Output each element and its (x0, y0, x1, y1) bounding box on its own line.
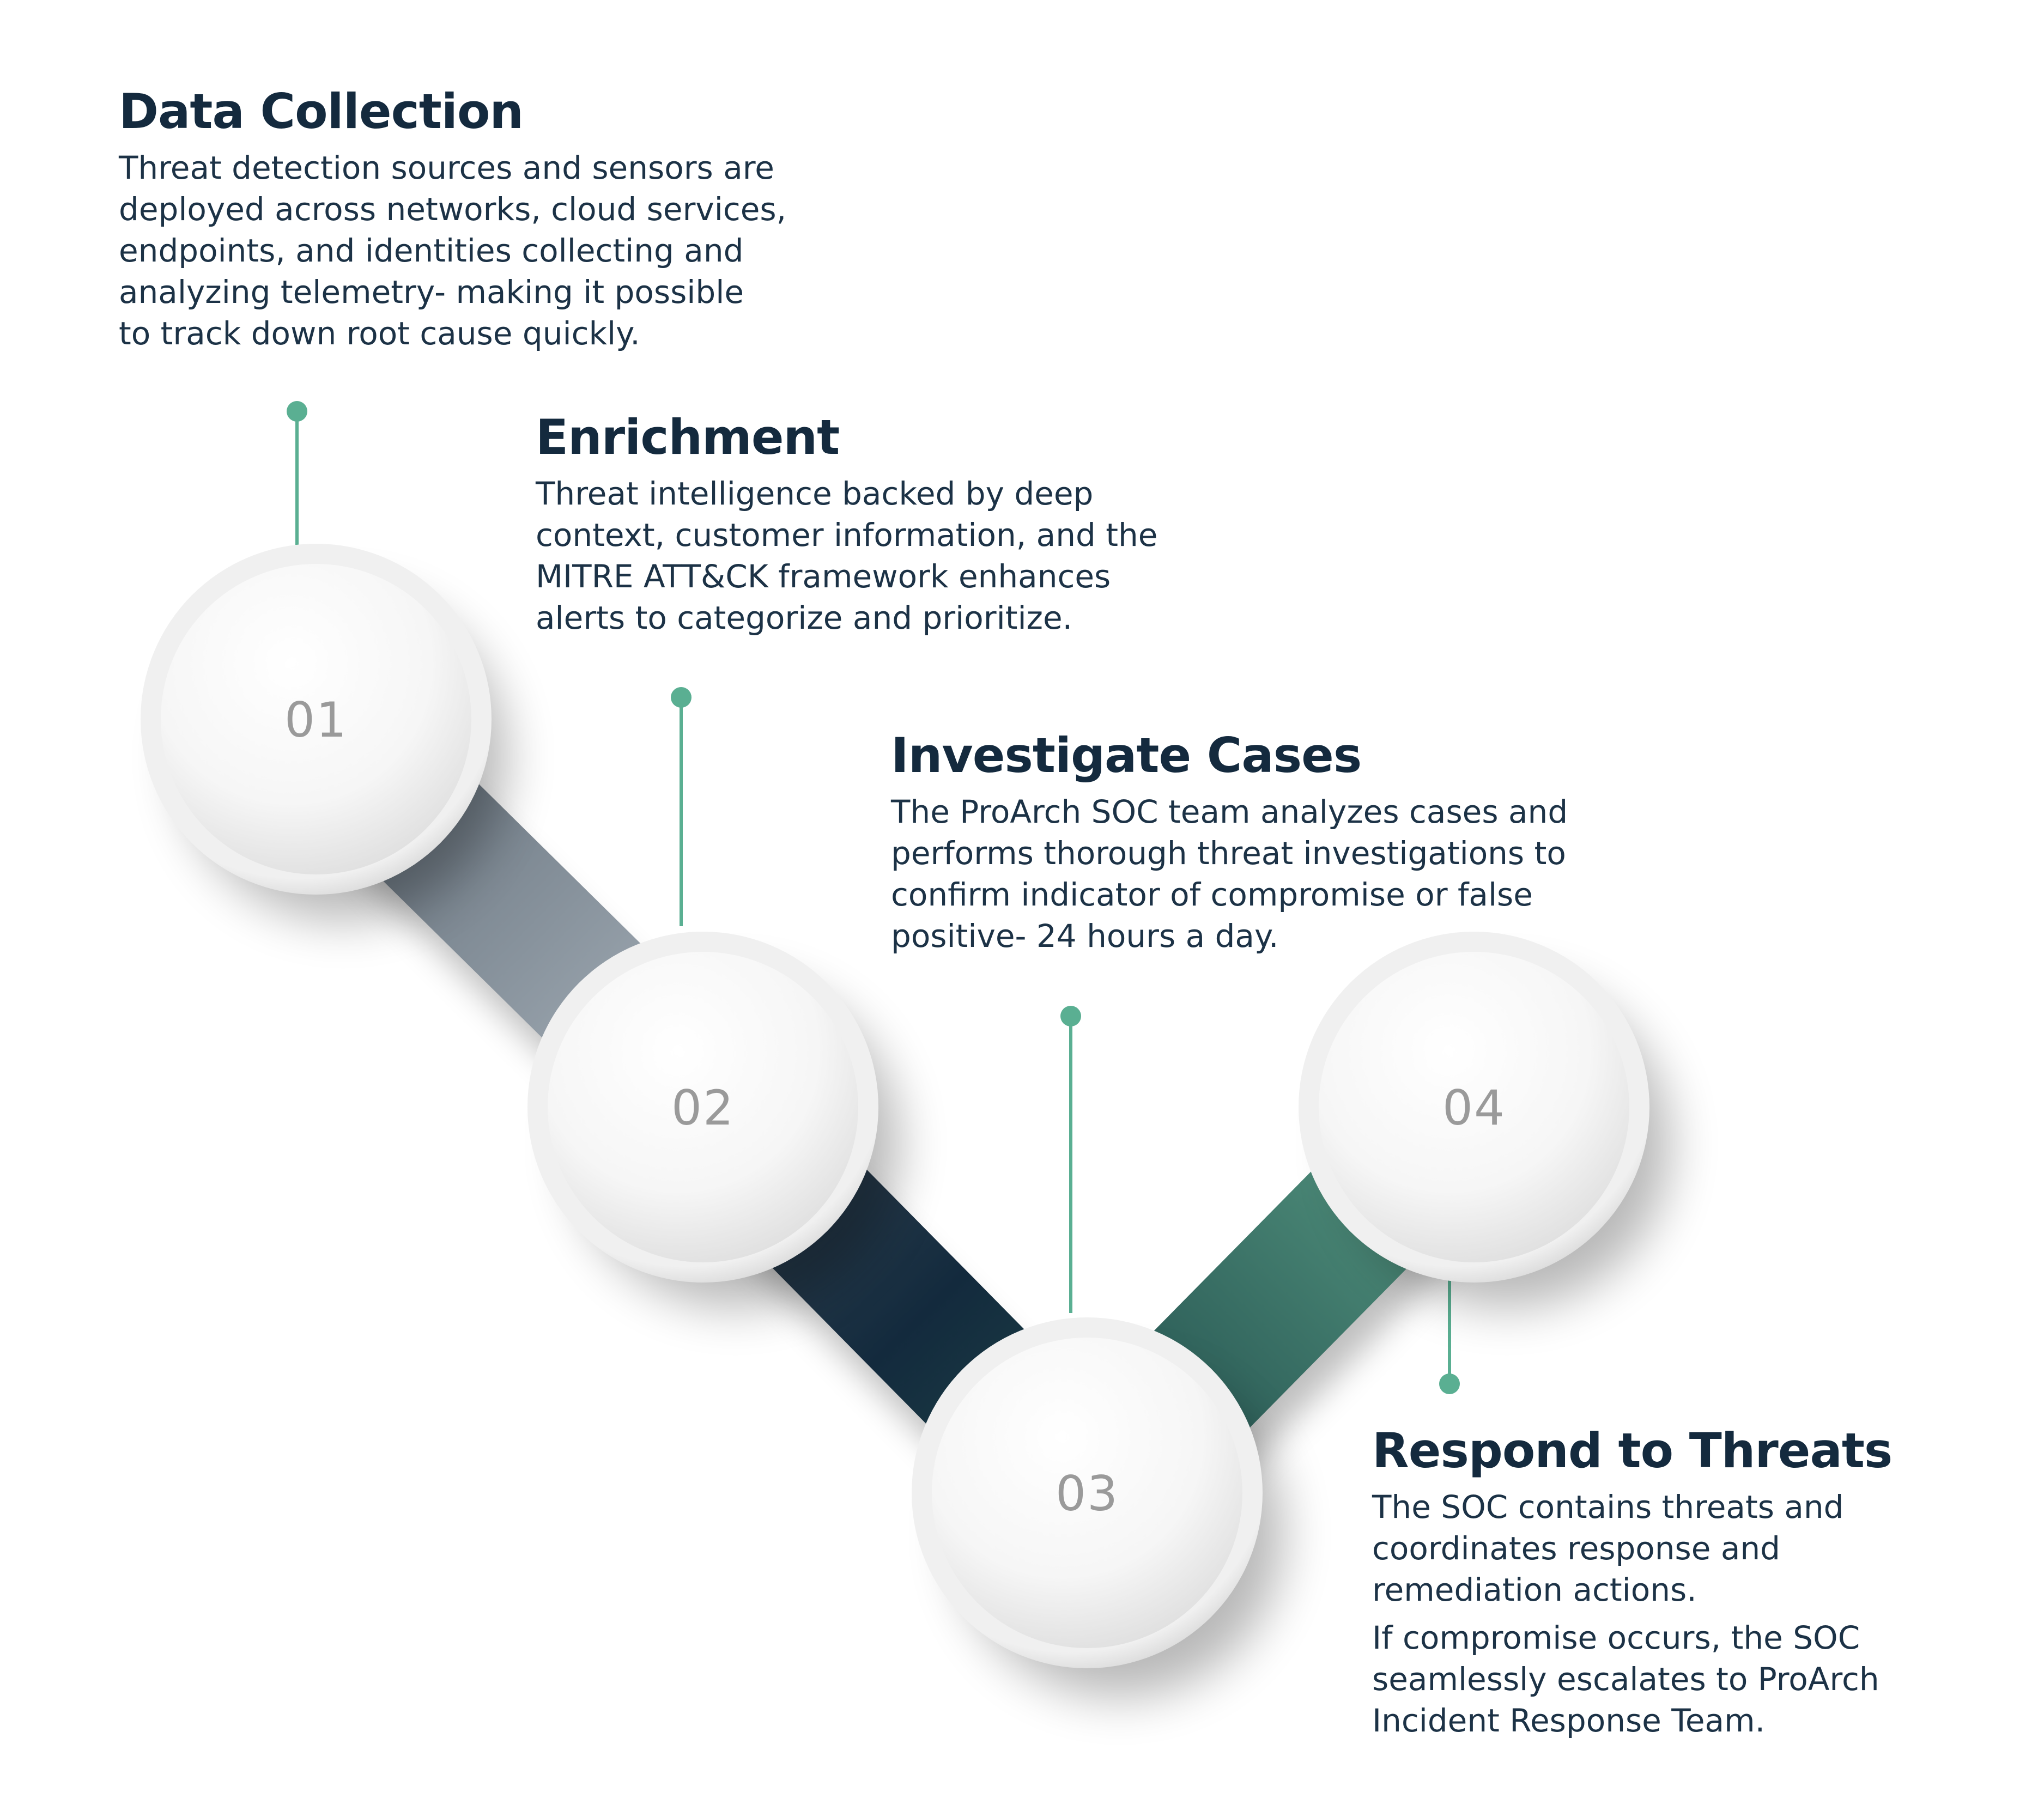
pin-connector-3 (1060, 1006, 1081, 1313)
step-01-text: Data Collection Threat detection sources… (119, 82, 936, 354)
step-03-text: Investigate Cases The ProArch SOC team a… (891, 726, 1763, 957)
step-02-description: Threat intelligence backed by deep conte… (536, 475, 1158, 636)
step-01-description: Threat detection sources and sensors are… (119, 149, 787, 352)
step-03-title: Investigate Cases (891, 727, 1362, 783)
pin-dot-1 (287, 401, 307, 422)
step-circle-01: 01 (141, 544, 507, 921)
step-number-02: 02 (671, 1080, 735, 1136)
step-04-description: The SOC contains threats and coordinates… (1372, 1488, 1844, 1608)
step-circle-03: 03 (912, 1317, 1283, 1697)
step-number-04: 04 (1442, 1080, 1506, 1136)
step-04-title: Respond to Threats (1372, 1423, 1893, 1479)
pin-connector-1 (287, 401, 307, 545)
pin-dot-3 (1060, 1006, 1081, 1026)
step-02-text: Enrichment Threat intelligence backed by… (536, 408, 1299, 639)
step-number-03: 03 (1056, 1466, 1119, 1522)
step-04-description-extra: If compromise occurs, the SOC seamlessly… (1372, 1619, 1879, 1739)
step-01-title: Data Collection (119, 83, 524, 139)
step-circle-04: 04 (1299, 932, 1670, 1308)
pin-dot-4 (1439, 1374, 1460, 1394)
step-circle-02: 02 (527, 932, 899, 1308)
step-02-title: Enrichment (536, 409, 840, 465)
step-03-description: The ProArch SOC team analyzes cases and … (891, 793, 1568, 955)
step-04-text: Respond to Threats The SOC contains thre… (1372, 1421, 2026, 1741)
pin-connector-2 (671, 687, 692, 926)
step-number-01: 01 (284, 692, 348, 748)
pin-dot-2 (671, 687, 692, 708)
